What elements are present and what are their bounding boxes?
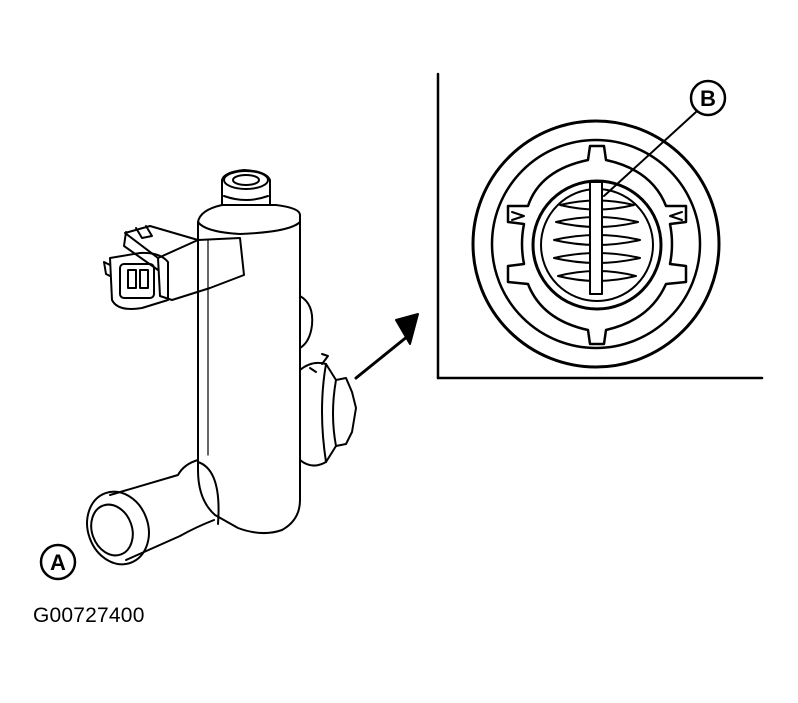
inlet-nipple [86,459,220,566]
top-nipple-bore [232,174,260,186]
connector-latch [123,231,159,271]
valve-body [197,169,314,534]
arrow-shaft [354,334,410,380]
housing-top-rim [197,221,301,235]
callout-a-circle [39,543,77,581]
right-lug-notch [669,211,683,221]
detail-pointer-arrow [354,313,419,380]
inlet-tube-top [109,459,199,496]
connector-face [109,251,169,310]
side-port-notch [309,367,317,373]
callout-a: A [39,543,77,581]
inlet-opening-outer [86,490,150,566]
side-port-tip [321,353,329,365]
top-nipple-opening [223,170,269,190]
side-port-body [299,361,357,467]
top-nipple-ring [223,195,269,201]
side-port-rib-2 [332,379,337,447]
valve-housing [197,214,301,534]
side-port-rib-1 [321,363,327,463]
connector-pin-1 [127,269,137,289]
callout-b-label: B [700,86,716,111]
housing-top [197,204,301,223]
inlet-tube-bottom [125,519,215,561]
valve-detail-view [471,111,721,369]
connector-lock [103,261,111,277]
electrical-connector [103,225,245,310]
callout-a-label: A [50,550,66,575]
side-port [299,353,357,467]
connector-socket [119,263,155,299]
callout-b-circle [689,79,727,117]
detail-frame [436,72,764,380]
valve-housing-face [506,144,688,346]
inlet-opening-inner [90,503,134,557]
detail-inner-ring [490,138,702,350]
connector-tab [135,225,153,239]
callout-b-leader [603,111,697,197]
connector-housing [157,237,245,301]
detail-outer-ring [471,119,721,369]
side-boss [299,295,314,349]
inlet-collar [197,461,220,525]
connector-pin-2 [139,269,149,289]
left-lug-notch [511,211,525,221]
callout-b: B [689,79,727,117]
arrow-head [395,313,419,345]
check-valve-spring [553,199,641,282]
valve-stem [589,181,603,295]
figure-id: G00727400 [33,604,145,627]
